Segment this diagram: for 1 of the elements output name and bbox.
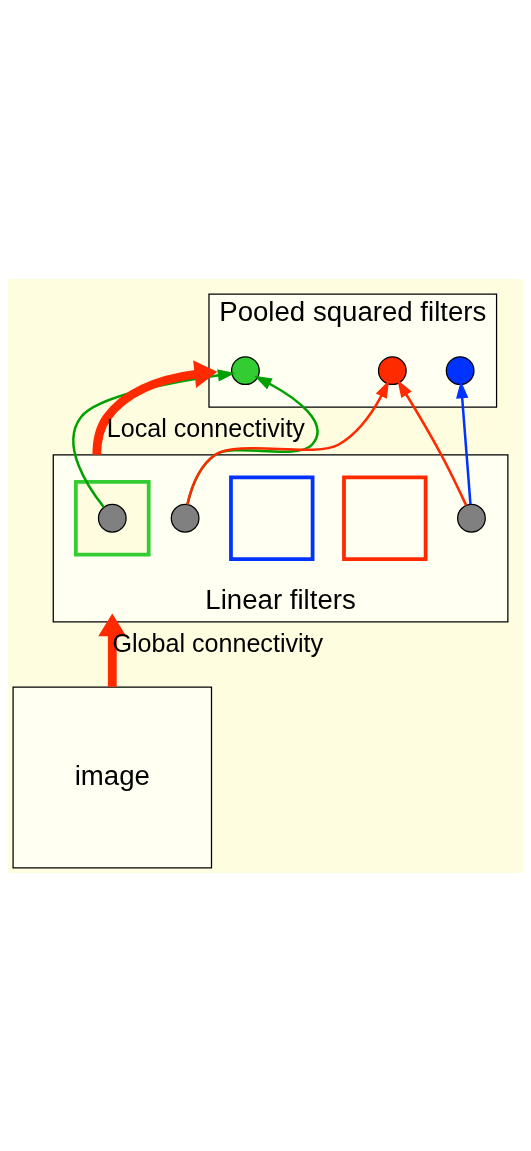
edge-label: Local connectivity <box>106 413 305 442</box>
